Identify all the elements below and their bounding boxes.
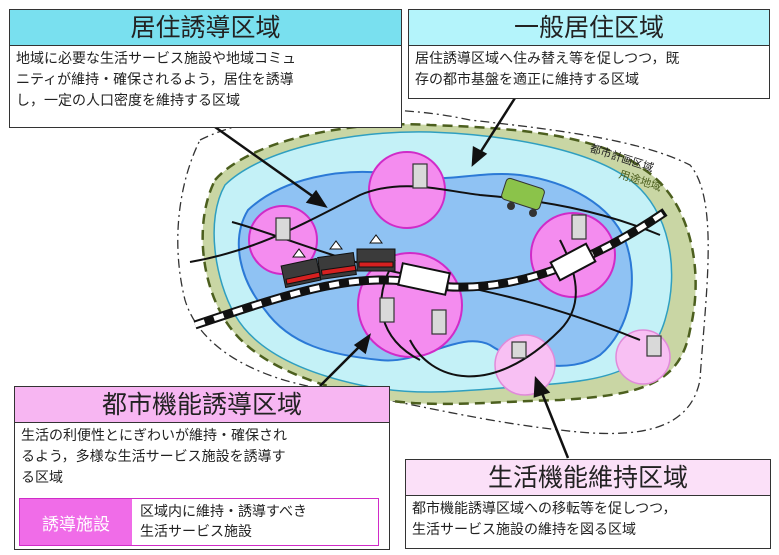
- residential-guidance-box: 居住誘導区域 地域に必要な生活サービス施設や地域コミュ ニティが維持・確保される…: [9, 9, 402, 128]
- station: [549, 242, 597, 282]
- residential-guidance-text: 地域に必要な生活サービス施設や地域コミュ ニティが維持・確保されるよう，居住を誘…: [16, 51, 296, 109]
- bus: [501, 177, 545, 217]
- pointer-arrows: [214, 97, 570, 459]
- facility-legend: 誘導施設 区域内に維持・誘導すべき 生活サービス施設: [19, 498, 379, 546]
- life-function-circles: [494, 329, 671, 396]
- facility-legend-description: 区域内に維持・誘導すべき 生活サービス施設: [140, 504, 308, 540]
- life-function-title: 生活機能維持区域: [406, 460, 770, 496]
- city-planning-boundary: [177, 108, 709, 435]
- general-residential-title: 一般居住区域: [409, 10, 769, 46]
- residential-guidance-title: 居住誘導区域: [10, 10, 401, 46]
- facility-buildings: [275, 163, 662, 359]
- urban-function-text: 生活の利便性とにぎわいが維持・確保され るよう，多様な生活サービス施設を誘導す …: [21, 428, 287, 486]
- station: [397, 262, 451, 296]
- facility-legend-swatch: 誘導施設: [20, 499, 132, 545]
- general-residential-text: 居住誘導区域へ住み替え等を促しつつ，既 存の都市基盤を適正に維持する区域: [415, 51, 680, 88]
- life-function-box: 生活機能維持区域 都市機能誘導区域への移転等を促しつつ， 生活サービス施設の維持…: [405, 459, 771, 549]
- general-residential-box: 一般居住区域 居住誘導区域へ住み替え等を促しつつ，既 存の都市基盤を適正に維持す…: [408, 9, 770, 99]
- train: [280, 234, 396, 289]
- urban-function-title: 都市機能誘導区域: [15, 387, 389, 423]
- life-function-text: 都市機能誘導区域への移転等を促しつつ， 生活サービス施設の維持を図る区域: [412, 501, 677, 538]
